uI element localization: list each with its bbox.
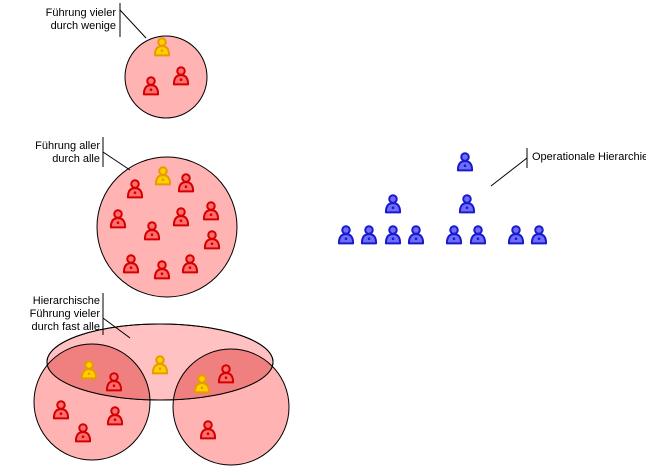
label-all-lead-all: Führung aller durch alle bbox=[35, 140, 100, 166]
label-line: Führung vieler bbox=[29, 308, 100, 320]
person-operational-icon bbox=[470, 226, 486, 244]
label-line: durch wenige bbox=[50, 20, 116, 32]
person-operational-icon bbox=[361, 226, 377, 244]
person-operational-icon bbox=[459, 195, 475, 213]
person-operational-icon bbox=[531, 226, 547, 244]
person-operational-icon bbox=[508, 226, 524, 244]
callout-lines bbox=[102, 3, 528, 339]
label-line: Führung vieler bbox=[45, 7, 116, 19]
label-line: durch fast alle bbox=[31, 321, 100, 333]
label-hierarchical: Hierarchische Führung vieler durch fast … bbox=[30, 295, 100, 334]
group-shapes bbox=[33, 35, 290, 466]
leadership-ellipse-outline bbox=[46, 323, 274, 401]
label-line: durch alle bbox=[52, 153, 100, 165]
label-line: Hierarchische bbox=[32, 295, 100, 307]
overlap-region bbox=[47, 343, 151, 400]
person-operational-icon bbox=[408, 226, 424, 244]
person-operational-icon bbox=[385, 226, 401, 244]
person-operational-icon bbox=[457, 153, 473, 171]
label-line: Führung aller bbox=[35, 140, 100, 152]
person-operational-icon bbox=[446, 226, 462, 244]
person-operational-icon bbox=[338, 226, 354, 244]
group-circle-few-lead-many bbox=[124, 35, 208, 119]
person-operational-icon bbox=[385, 195, 401, 213]
label-line: Operationale Hierarchie bbox=[532, 151, 646, 163]
label-operational: Operationale Hierarchie bbox=[532, 151, 646, 164]
label-few-lead-many: Führung vieler durch wenige bbox=[46, 7, 116, 33]
